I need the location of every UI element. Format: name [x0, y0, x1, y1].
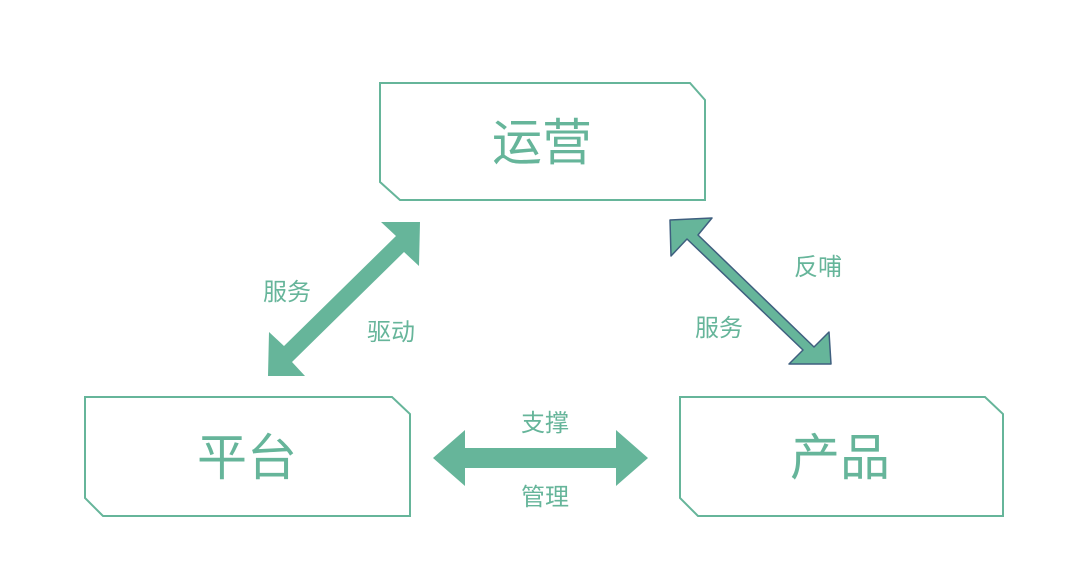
node-product: 产品 [679, 396, 1004, 517]
edge-platform-product-lower-label: 管理 [521, 483, 569, 511]
edge-operations-platform: 服务 驱动 [263, 222, 420, 376]
double-arrow-operations-product [669, 217, 832, 365]
edge-operations-platform-upper-label: 服务 [263, 278, 311, 306]
node-platform-label: 平台 [197, 429, 297, 487]
node-operations-box [379, 82, 706, 201]
node-operations-label: 运营 [492, 114, 592, 172]
node-platform-box [84, 396, 411, 517]
double-arrow-operations-platform [268, 222, 420, 376]
edge-operations-product-upper-label: 反哺 [794, 253, 842, 281]
node-product-label: 产品 [790, 429, 890, 487]
node-operations: 运营 [379, 82, 706, 201]
node-platform: 平台 [84, 396, 411, 517]
edge-operations-product-lower-label: 服务 [695, 314, 743, 342]
edge-platform-product: 支撑 管理 [433, 409, 648, 511]
edge-operations-product: 反哺 服务 [669, 217, 842, 365]
edge-platform-product-upper-label: 支撑 [521, 409, 569, 437]
double-arrow-platform-product [433, 430, 648, 486]
node-product-box [679, 396, 1004, 517]
edge-operations-platform-lower-label: 驱动 [367, 318, 415, 346]
